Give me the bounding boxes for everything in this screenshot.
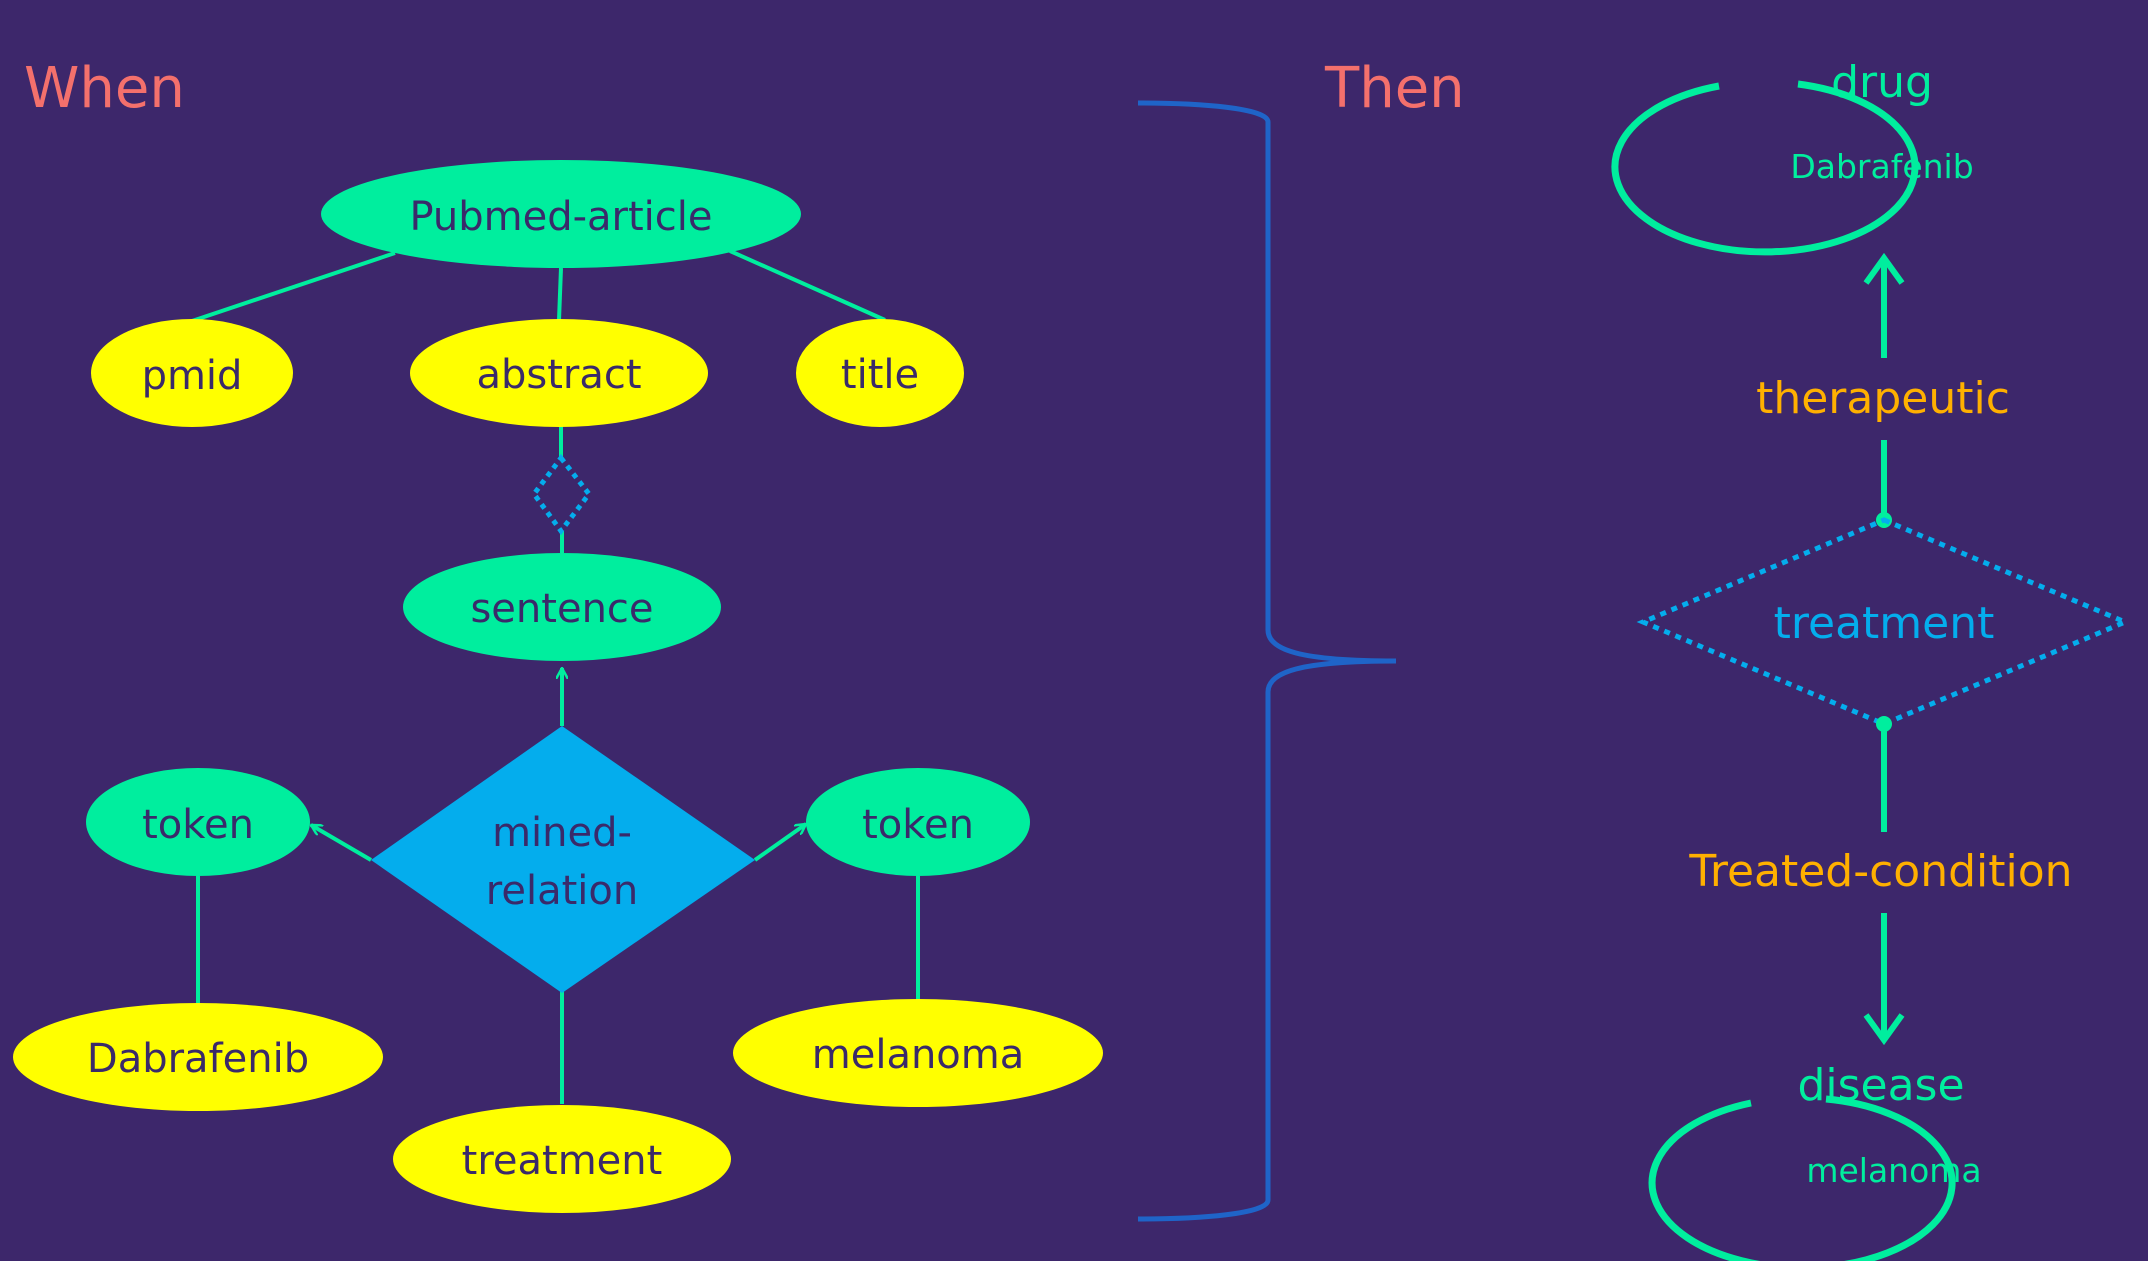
treatment-value-label: treatment (462, 1138, 663, 1184)
sentence-node: sentence (403, 553, 721, 661)
title-label: title (841, 352, 919, 398)
drug-entity: drug Dabrafenib (1611, 57, 1974, 256)
then-heading: Then (1324, 56, 1465, 121)
disease-entity: disease melanoma (1648, 1060, 1982, 1261)
when-connectors (191, 249, 920, 1104)
disease-entity-outline (1648, 1095, 1956, 1261)
token-right-node: token (806, 768, 1030, 876)
token-right-label: token (862, 802, 974, 848)
melanoma-label: melanoma (812, 1032, 1025, 1078)
mined-relation-label-line2: relation (486, 868, 638, 914)
edge-article-pmid (191, 251, 396, 323)
drug-entity-value: Dabrafenib (1790, 147, 1973, 186)
abstract-node: abstract (410, 319, 708, 427)
melanoma-node: melanoma (733, 999, 1103, 1107)
pmid-node: pmid (91, 319, 293, 427)
treated-condition-role-edge: Treated-condition (1688, 716, 2073, 1046)
therapeutic-role-edge: therapeutic (1756, 252, 2010, 528)
pmid-label: pmid (142, 353, 243, 399)
implication-brace (1137, 100, 1397, 1222)
token-left-node: token (86, 768, 310, 876)
drug-entity-outline (1611, 80, 1919, 256)
pubmed-article-label: Pubmed-article (409, 194, 712, 240)
abstract-label: abstract (476, 352, 641, 398)
treatment-relation: treatment (1636, 517, 2132, 727)
sentence-label: sentence (470, 586, 653, 632)
dabrafenib-label: Dabrafenib (87, 1036, 309, 1082)
edge-article-title (729, 249, 886, 322)
treated-condition-role-label: Treated-condition (1688, 846, 2072, 897)
drug-entity-type: drug (1831, 57, 1933, 108)
edge-relation-token-right (753, 822, 806, 862)
edge-relation-token-left (311, 823, 373, 862)
dabrafenib-node: Dabrafenib (13, 1003, 383, 1111)
part-of-dotted-diamond (530, 453, 593, 536)
treatment-value-node: treatment (393, 1105, 731, 1213)
mined-relation-label-line1: mined- (492, 810, 632, 856)
treatment-relation-label: treatment (1774, 598, 1995, 649)
disease-entity-type: disease (1797, 1060, 1964, 1111)
title-node: title (796, 319, 964, 427)
pubmed-article-node: Pubmed-article (321, 160, 801, 268)
edge-article-abstract (557, 267, 563, 321)
token-left-label: token (142, 802, 254, 848)
therapeutic-role-label: therapeutic (1756, 373, 2010, 424)
mined-relation-node: mined- relation (371, 726, 755, 993)
when-heading: When (24, 56, 185, 121)
disease-entity-value: melanoma (1806, 1151, 1981, 1190)
